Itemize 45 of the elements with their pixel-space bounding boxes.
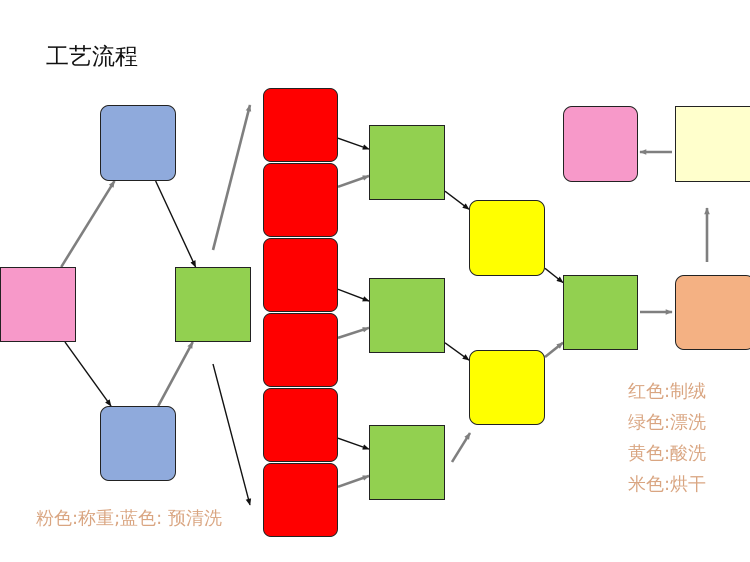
process-box — [469, 200, 545, 276]
process-box — [263, 388, 338, 462]
title: 工艺流程 — [46, 46, 138, 69]
process-box — [675, 106, 750, 182]
process-box — [263, 88, 338, 162]
arrow — [155, 180, 196, 268]
arrow — [338, 474, 370, 488]
arrow — [64, 342, 112, 407]
arrow — [212, 364, 252, 506]
arrow — [450, 432, 472, 463]
arrow — [338, 438, 370, 450]
arrow — [544, 268, 564, 284]
arrow — [640, 309, 673, 315]
arrow — [444, 342, 470, 361]
arrow — [212, 104, 252, 250]
arrow — [60, 180, 116, 268]
process-box — [675, 275, 750, 350]
arrow — [338, 138, 370, 150]
legend-note: 黄色:酸洗 — [628, 445, 706, 463]
arrow — [338, 288, 370, 302]
arrow — [338, 326, 370, 340]
legend-note: 绿色:漂洗 — [628, 414, 706, 432]
process-box — [369, 278, 445, 353]
process-box — [263, 463, 338, 537]
process-box — [369, 125, 445, 200]
process-box — [563, 275, 638, 350]
process-box — [263, 313, 338, 387]
arrow — [639, 149, 672, 155]
arrow — [444, 190, 470, 210]
arrow — [704, 207, 710, 262]
process-box — [0, 267, 76, 342]
process-box — [563, 106, 638, 182]
process-box — [369, 425, 445, 500]
process-box — [100, 406, 176, 481]
process-box — [175, 267, 251, 342]
process-box — [263, 238, 338, 312]
legend-note: 米色:烘干 — [628, 476, 706, 494]
process-box — [263, 163, 338, 237]
arrow — [544, 342, 564, 358]
arrow — [338, 174, 370, 188]
arrow — [157, 341, 194, 407]
legend-note: 粉色:称重;蓝色: 预清洗 — [36, 510, 222, 528]
legend-note: 红色:制绒 — [628, 383, 706, 401]
process-box — [469, 350, 545, 425]
process-box — [100, 105, 176, 181]
